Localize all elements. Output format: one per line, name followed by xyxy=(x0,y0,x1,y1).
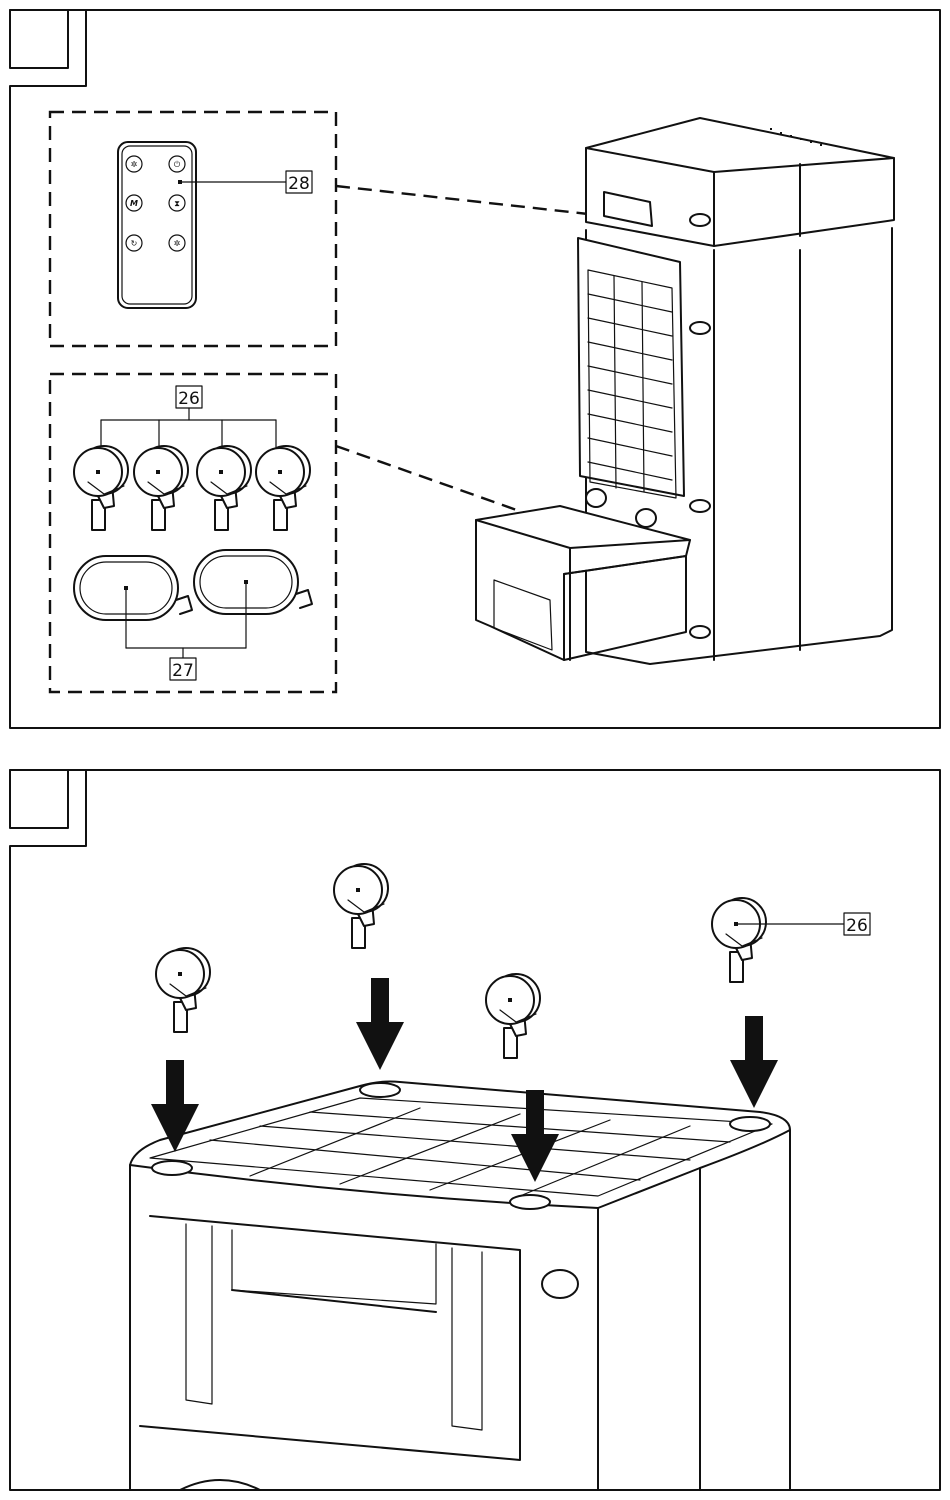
svg-text:↻: ↻ xyxy=(131,239,138,248)
step-number-box-1 xyxy=(10,10,68,68)
svg-text:⏻: ⏻ xyxy=(174,160,181,169)
svg-text:⧗: ⧗ xyxy=(174,199,180,208)
svg-text:✲: ✲ xyxy=(174,239,181,248)
caster-wheel-icon xyxy=(334,864,388,948)
down-arrow-icon xyxy=(356,978,404,1070)
caster-wheel-icon xyxy=(486,974,540,1058)
accessories-detail-frame xyxy=(50,374,336,692)
remote-control-icon: ⏻ M ⧗ ✲ ↻ ✲ xyxy=(118,142,196,308)
callout-26-bottom: 26 xyxy=(846,916,868,936)
caster-wheel-icon xyxy=(156,948,210,1032)
air-cooler-icon xyxy=(130,1082,790,1491)
callout-26-top: 26 xyxy=(178,389,200,409)
callout-27: 27 xyxy=(172,661,194,681)
svg-text:M: M xyxy=(130,199,138,208)
caster-wheel-icon xyxy=(74,446,128,530)
callout-28: 28 xyxy=(288,174,310,194)
air-cooler-icon xyxy=(476,118,894,664)
caster-wheel-icon xyxy=(134,446,188,530)
step-number-box-2 xyxy=(10,770,68,828)
down-arrow-icon xyxy=(151,1060,199,1152)
panel-1: ⏻ M ⧗ ✲ ↻ ✲ 28 26 xyxy=(10,10,940,728)
caster-wheel-icon xyxy=(197,446,251,530)
foot-pad-icon xyxy=(194,550,312,614)
panel-2: 26 xyxy=(10,770,940,1490)
caster-wheel-icon xyxy=(256,446,310,530)
caster-wheel-icon xyxy=(712,898,766,982)
svg-text:✲: ✲ xyxy=(131,160,138,169)
foot-pad-icon xyxy=(74,556,192,620)
down-arrow-icon xyxy=(730,1016,778,1108)
